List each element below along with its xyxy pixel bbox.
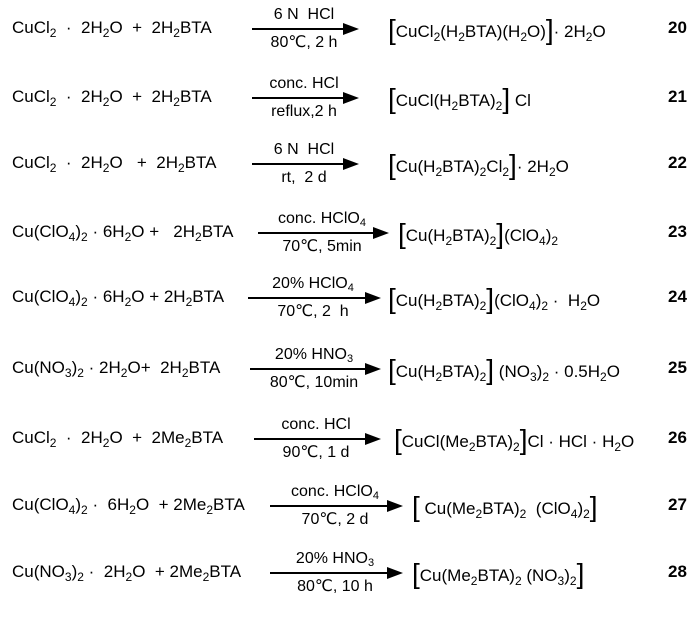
condition-temperature-time: 70℃, 5min [282,238,362,255]
condition-temperature-time: 70℃, 2 h [277,303,349,320]
product: [Cu(H2BTA)2](ClO4)2 [398,218,559,249]
condition-temperature-time: 80℃, 10 h [297,578,373,595]
reactants: Cu(ClO4)2 · 6H2O + 2Me2BTA [12,495,245,517]
product: [ Cu(Me2BTA)2 (ClO4)2] [412,491,598,522]
condition-reagent: conc. HCl [281,416,351,433]
reactants: CuCl2 · 2H2O + 2Me2BTA [12,428,224,450]
condition-temperature-time: 70℃, 2 d [301,511,369,528]
reactants: Cu(ClO4)2 · 6H2O + 2H2BTA [12,222,234,244]
reaction-row: CuCl2 · 2H2O + 2H2BTA 6 N HCl rt, 2 d [Cu(H… [0,133,700,193]
compound-number: 25 [668,358,687,377]
product: [CuCl(Me2BTA)2]Cl · HCl · H2O [394,424,635,455]
condition-temperature-time: 90℃, 1 d [282,444,350,461]
condition-temperature-time: reflux,2 h [271,103,337,120]
compound-number: 22 [668,153,687,172]
condition-reagent: 6 N HCl [273,141,335,158]
condition-reagent: conc. HClO4 [291,483,379,502]
reaction-row: CuCl2 · 2H2O + 2H2BTA 6 N HCl 80℃, 2 h [CuC… [0,0,700,58]
compound-number: 21 [668,87,687,106]
condition-reagent: 6 N HCl [273,6,335,23]
product: [Cu(Me2BTA)2 (NO3)2] [412,558,585,589]
compound-number: 26 [668,428,687,447]
product: [Cu(H2BTA)2](ClO4)2 · H2O [388,283,601,314]
reaction-row: Cu(ClO4)2 · 6H2O + 2H2BTA 20% HClO4 70℃, 2… [0,267,700,327]
compound-number: 23 [668,222,687,241]
condition-reagent: conc. HCl [269,75,339,92]
reaction-arrow [252,158,359,170]
compound-number: 24 [668,287,687,306]
reaction-row: Cu(ClO4)2 · 6H2O + 2H2BTA conc. HClO4 70℃,… [0,202,700,262]
product: [CuCl(H2BTA)2] Cl [388,83,531,114]
condition-temperature-time: rt, 2 d [281,169,327,186]
condition-temperature-time: 80℃, 10min [269,374,359,391]
reactants: Cu(NO3)2 · 2H2O+ 2H2BTA [12,358,221,380]
reaction-arrow [248,292,381,304]
compound-number: 28 [668,562,687,581]
reactants: Cu(ClO4)2 · 6H2O + 2H2BTA [12,287,225,309]
reaction-arrow [258,227,389,239]
reactants: CuCl2 · 2H2O + 2H2BTA [12,87,212,109]
reaction-arrow [270,567,403,579]
reaction-arrow [250,363,381,375]
reaction-row: Cu(NO3)2 · 2H2O+ 2H2BTA 20% HNO3 80℃, 10mi… [0,338,700,398]
reaction-row: Cu(NO3)2 · 2H2O + 2Me2BTA 20% HNO3 80℃, 10… [0,542,700,602]
reaction-arrow [254,433,381,445]
condition-temperature-time: 80℃, 2 h [270,34,338,51]
compound-number: 27 [668,495,687,514]
product: [CuCl2(H2BTA)(H2O)]· 2H2O [388,14,606,45]
reactants: CuCl2 · 2H2O + 2H2BTA [12,18,212,40]
condition-reagent: 20% HClO4 [272,275,354,294]
compound-number: 20 [668,18,687,37]
reaction-arrow [270,500,403,512]
reaction-row: CuCl2 · 2H2O + 2Me2BTA conc. HCl 90℃, 1 d [… [0,408,700,468]
condition-reagent: 20% HNO3 [274,346,354,365]
reaction-arrow [252,23,359,35]
reactants: Cu(NO3)2 · 2H2O + 2Me2BTA [12,562,242,584]
reactants: CuCl2 · 2H2O + 2H2BTA [12,153,217,175]
condition-reagent: conc. HClO4 [278,210,366,229]
product: [Cu(H2BTA)2] (NO3)2 · 0.5H2O [388,354,620,385]
reaction-row: CuCl2 · 2H2O + 2H2BTA conc. HCl reflux,2 h… [0,67,700,127]
product: [Cu(H2BTA)2Cl2]· 2H2O [388,149,569,180]
reaction-row: Cu(ClO4)2 · 6H2O + 2Me2BTA conc. HClO4 70℃… [0,475,700,535]
condition-reagent: 20% HNO3 [295,550,375,569]
reaction-arrow [252,92,359,104]
